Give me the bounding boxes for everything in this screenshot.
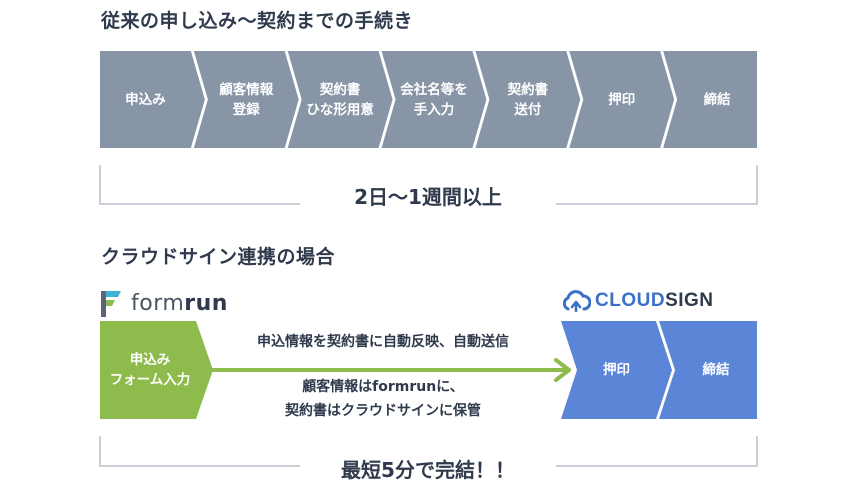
integration-duration: 最短5分で完結！！ xyxy=(341,458,515,482)
cloudsign-step-2-label: 締結 xyxy=(702,362,730,378)
integration-title: クラウドサイン連携の場合 xyxy=(101,246,336,268)
traditional-duration: 2日〜1週間以上 xyxy=(354,185,502,209)
cloudsign-step-2-shape xyxy=(659,321,757,419)
traditional-step-7-shape xyxy=(663,51,757,148)
cloudsign-step-1-label: 押印 xyxy=(603,362,630,378)
traditional-step-5-shape xyxy=(475,51,581,148)
traditional-step-6-label: 押印 xyxy=(608,91,636,108)
cloudsign-logo-text: CLOUDSIGN xyxy=(595,290,714,311)
traditional-step-3-shape xyxy=(287,51,393,148)
formrun-logo-icon xyxy=(101,291,121,317)
cloudsign-cloud-icon xyxy=(562,290,591,312)
traditional-process-title: 従来の申し込み〜契約までの手続き xyxy=(101,10,414,32)
traditional-step-7-label: 締結 xyxy=(703,91,731,108)
traditional-step-2-label: 顧客情報登録 xyxy=(219,81,274,118)
arrow-caption-top: 申込情報を契約書に自動反映、自動送信 xyxy=(257,334,509,350)
traditional-duration-bracket xyxy=(99,165,758,205)
traditional-step-6-shape xyxy=(569,51,675,148)
formrun-logo: formrun xyxy=(101,288,228,318)
traditional-step-2-shape xyxy=(193,51,299,148)
form-input-step-shape xyxy=(100,321,213,419)
auto-flow-arrow xyxy=(205,358,571,382)
cloudsign-step-1-shape xyxy=(561,321,672,419)
integration-duration-bracket xyxy=(99,436,758,467)
traditional-step-1-shape xyxy=(100,51,205,148)
traditional-step-3-label: 契約書ひな形用意 xyxy=(306,81,374,118)
arrow-caption-bottom-line2: 契約書はクラウドサインに保管 xyxy=(285,403,481,419)
formrun-logo-text: formrun xyxy=(131,290,228,316)
cloudsign-logo: CLOUDSIGN xyxy=(561,287,714,315)
traditional-step-1-label: 申込み xyxy=(125,91,166,108)
traditional-step-5-label: 契約書送付 xyxy=(507,81,549,118)
arrow-caption-bottom-line1: 顧客情報はformrunに、 xyxy=(302,379,464,395)
traditional-step-4-label: 会社名等を手入力 xyxy=(400,81,468,118)
traditional-step-4-shape xyxy=(381,51,487,148)
form-input-step-label: 申込みフォーム入力 xyxy=(109,352,191,388)
